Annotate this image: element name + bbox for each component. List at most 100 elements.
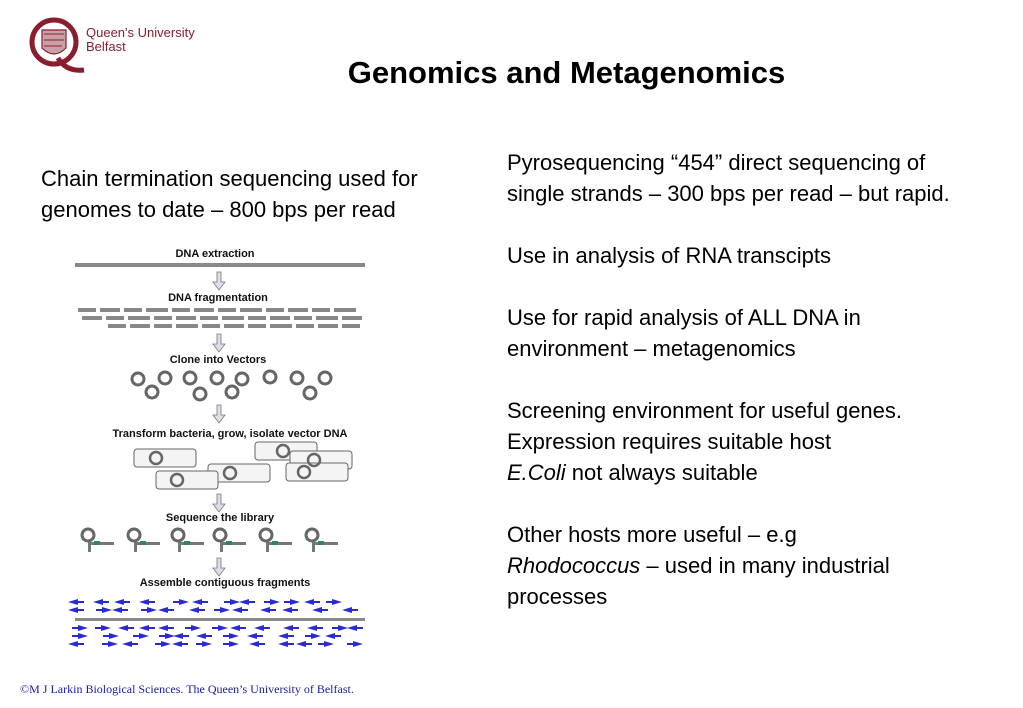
sequencing-diagram: DNA extraction DNA fragmentation Clone i… bbox=[68, 248, 365, 647]
bacteria-cells bbox=[133, 441, 353, 490]
rhodococcus-rest: – used in many industrial processes bbox=[507, 553, 890, 609]
contig-arrow-icon bbox=[249, 641, 265, 647]
contig-arrow-icon bbox=[212, 625, 228, 631]
contig-arrow-icon bbox=[278, 633, 294, 639]
dna-fragments bbox=[78, 308, 362, 328]
contig-arrow-icon bbox=[284, 599, 300, 605]
logo-text: Queen's University Belfast bbox=[86, 26, 195, 54]
logo-line1: Queen's University bbox=[86, 25, 195, 40]
rhodococcus-name: Rhodococcus bbox=[507, 553, 641, 578]
step-label-2: DNA fragmentation bbox=[168, 292, 268, 304]
contig-arrow-icon bbox=[325, 633, 341, 639]
contig-arrow-icon bbox=[114, 599, 130, 605]
contig-arrow-icon bbox=[68, 599, 84, 605]
contig-arrow-icon bbox=[196, 641, 212, 647]
step-label-5: Sequence the library bbox=[166, 512, 275, 524]
contig-arrow-icon bbox=[72, 633, 88, 639]
step-label-3: Clone into Vectors bbox=[170, 354, 267, 366]
contig-arrow-icon bbox=[214, 607, 230, 613]
university-logo: Queen's University Belfast bbox=[28, 14, 198, 82]
contig-arrow-icon bbox=[139, 625, 155, 631]
contig-arrow-icon bbox=[68, 641, 84, 647]
left-text: Chain termination sequencing used for ge… bbox=[41, 166, 418, 222]
logo-line2: Belfast bbox=[86, 39, 126, 54]
contig-arrow-icon bbox=[173, 599, 189, 605]
ecoli-name: E.Coli bbox=[507, 460, 566, 485]
paragraph-screening: Screening environment for useful genes. bbox=[507, 398, 903, 423]
paragraph-metagenomics: Use for rapid analysis of ALL DNA in env… bbox=[507, 305, 861, 361]
contig-arrow-icon bbox=[133, 633, 149, 639]
assembled-strand bbox=[75, 618, 365, 621]
contig-arrow-icon bbox=[347, 641, 363, 647]
contig-arrow-icon bbox=[232, 607, 248, 613]
contig-arrow-icon bbox=[318, 641, 334, 647]
down-arrow-icon bbox=[212, 493, 226, 513]
vector-plasmids bbox=[130, 369, 333, 402]
contig-arrow-icon bbox=[264, 599, 280, 605]
contig-arrow-icon bbox=[247, 633, 263, 639]
dna-strand bbox=[75, 263, 365, 267]
contig-arrow-icon bbox=[278, 641, 294, 647]
other-hosts-line: Other hosts more useful – e.g bbox=[507, 522, 797, 547]
contig-arrow-icon bbox=[139, 599, 155, 605]
contig-arrow-icon bbox=[112, 607, 128, 613]
contig-arrow-icon bbox=[93, 599, 109, 605]
contig-arrow-icon bbox=[230, 625, 246, 631]
paragraph-pyrosequencing: Pyrosequencing “454” direct sequencing o… bbox=[507, 150, 950, 206]
contig-arrow-icon bbox=[141, 607, 157, 613]
contig-arrow-icon bbox=[103, 633, 119, 639]
contig-arrow-icon bbox=[304, 599, 320, 605]
contig-arrow-icon bbox=[158, 607, 174, 613]
ecoli-rest: not always suitable bbox=[565, 460, 758, 485]
contig-arrow-icon bbox=[347, 625, 363, 631]
sequenced-plasmids bbox=[80, 527, 338, 552]
contig-arrow-icon bbox=[254, 625, 270, 631]
down-arrow-icon bbox=[212, 404, 226, 424]
contig-arrow-icon bbox=[326, 599, 342, 605]
contig-arrow-icon bbox=[307, 625, 323, 631]
down-arrow-icon bbox=[212, 271, 226, 291]
contig-arrow-icon bbox=[239, 599, 255, 605]
step-label-6: Assemble contiguous fragments bbox=[140, 577, 311, 589]
contig-arrow-icon bbox=[192, 599, 208, 605]
down-arrow-icon bbox=[212, 333, 226, 353]
crest-icon bbox=[29, 17, 85, 73]
contig-arrow-icon bbox=[159, 633, 175, 639]
contig-arrow-icon bbox=[68, 607, 84, 613]
contig-arrow-icon bbox=[72, 625, 88, 631]
contig-arrow-icon bbox=[342, 607, 358, 613]
contig-arrow-icon bbox=[332, 625, 348, 631]
step-label-1: DNA extraction bbox=[175, 248, 254, 260]
contig-arrow-icon bbox=[96, 607, 112, 613]
cell-plasmids bbox=[148, 443, 322, 488]
right-column: Pyrosequencing “454” direct sequencing o… bbox=[507, 147, 977, 612]
step-label-4: Transform bacteria, grow, isolate vector… bbox=[113, 428, 348, 440]
contig-arrow-icon bbox=[223, 633, 239, 639]
contig-arrows bbox=[68, 599, 363, 647]
contig-arrow-icon bbox=[189, 607, 205, 613]
contig-arrow-icon bbox=[158, 625, 174, 631]
contig-arrow-icon bbox=[282, 607, 298, 613]
contig-arrow-icon bbox=[283, 625, 299, 631]
contig-arrow-icon bbox=[296, 641, 312, 647]
contig-arrow-icon bbox=[102, 641, 118, 647]
contig-arrow-icon bbox=[312, 607, 328, 613]
contig-arrow-icon bbox=[196, 633, 212, 639]
slide-title: Genomics and Metagenomics bbox=[347, 55, 786, 90]
contig-arrow-icon bbox=[305, 633, 321, 639]
contig-arrow-icon bbox=[95, 625, 111, 631]
paragraph-expression: Expression requires suitable host bbox=[507, 429, 832, 454]
contig-arrow-icon bbox=[118, 625, 134, 631]
contig-arrow-icon bbox=[224, 599, 240, 605]
down-arrow-icon bbox=[212, 557, 226, 577]
contig-arrow-icon bbox=[155, 641, 171, 647]
contig-arrow-icon bbox=[223, 641, 239, 647]
contig-arrow-icon bbox=[173, 633, 189, 639]
contig-arrow-icon bbox=[122, 641, 138, 647]
contig-arrow-icon bbox=[260, 607, 276, 613]
paragraph-rna: Use in analysis of RNA transcipts bbox=[507, 243, 832, 268]
paragraph-ecoli: E.Coli not always suitable bbox=[507, 457, 977, 488]
contig-arrow-icon bbox=[185, 625, 201, 631]
contig-arrow-icon bbox=[172, 641, 188, 647]
